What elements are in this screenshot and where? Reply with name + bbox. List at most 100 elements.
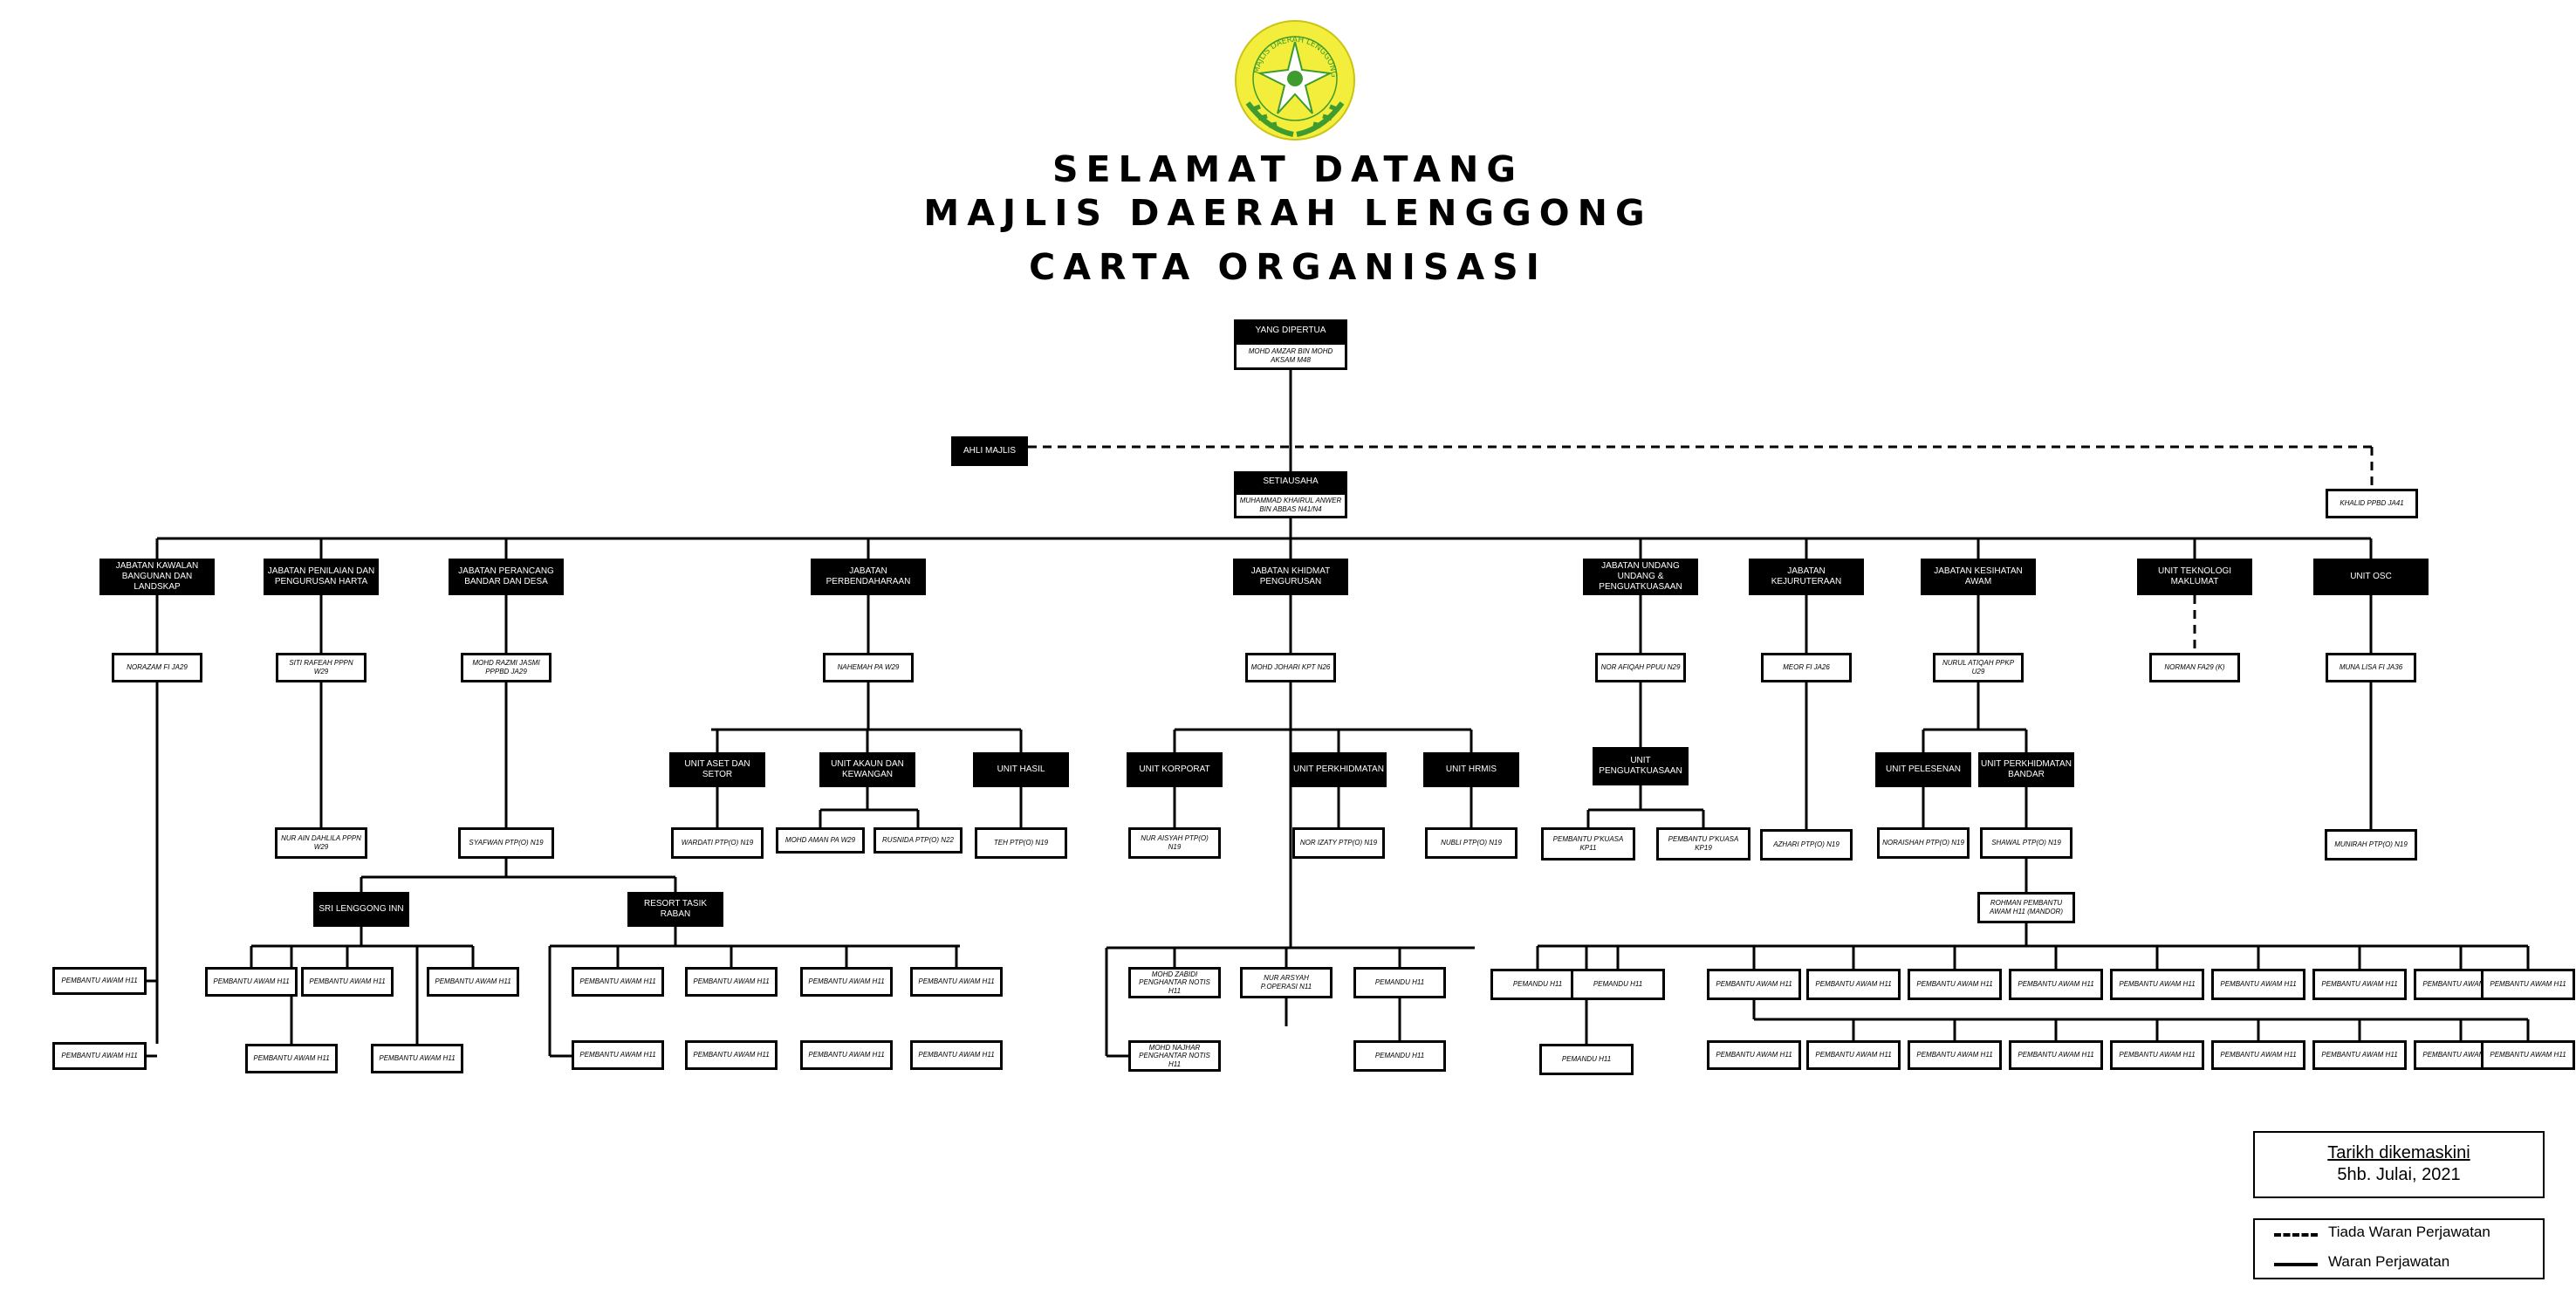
staff-box: PEMBANTU AWAM H11	[1908, 969, 2002, 1000]
dept-head-box: NURUL ATIQAH PPKP U29	[1933, 653, 2024, 682]
staff-box: PEMBANTU AWAM H11	[685, 1040, 778, 1070]
unit-title-box: UNIT AKAUN DAN KEWANGAN	[819, 752, 915, 787]
staff-box: PEMBANTU AWAM H11	[910, 1040, 1003, 1070]
dept-sub-box: SYAFWAN PTP(O) N19	[458, 827, 554, 859]
unit-title-box: UNIT PERKHIDMATAN BANDAR	[1978, 752, 2074, 787]
staff-box: PEMBANTU AWAM H11	[1908, 1040, 2002, 1070]
chart-title: CARTA ORGANISASI	[1029, 246, 1547, 288]
staff-box: PEMBANTU AWAM H11	[1707, 1040, 1801, 1070]
staff-khalid-box: KHALID PPBD JA41	[2326, 489, 2418, 518]
dept-title-box: JABATAN UNDANG UNDANG & PENGUATKUASAAN	[1583, 559, 1698, 595]
staff-box: PEMBANTU AWAM H11	[371, 1044, 463, 1073]
staff-box: PEMBANTU AWAM H11	[245, 1044, 338, 1073]
dept-title-box: UNIT TEKNOLOGI MAKLUMAT	[2137, 559, 2252, 595]
legend: Tiada Waran Perjawatan Waran Perjawatan	[2253, 1218, 2545, 1279]
staff-box: PEMBANTU AWAM H11	[2110, 969, 2204, 1000]
staff-box: PEMBANTU AWAM H11	[1806, 969, 1901, 1000]
unit-title-box: UNIT HRMIS	[1423, 752, 1519, 787]
staff-box: PEMANDU H11	[1539, 1044, 1634, 1075]
staff-box: PEMBANTU P'KUASA KP11	[1541, 827, 1635, 860]
staff-box: PEMBANTU AWAM H11	[2211, 1040, 2305, 1070]
staff-box: MOHD ZABIDI PENGHANTAR NOTIS H11	[1128, 967, 1221, 998]
staff-box: NOR IZATY PTP(O) N19	[1292, 827, 1385, 859]
unit-title-box: UNIT PERKHIDMATAN	[1291, 752, 1387, 787]
staff-box: PEMBANTU AWAM H11	[1806, 1040, 1901, 1070]
staff-box: PEMBANTU AWAM H11	[2009, 1040, 2103, 1070]
staff-box: MOHD NAJHAR PENGHANTAR NOTIS H11	[1128, 1040, 1221, 1072]
staff-box: PEMBANTU AWAM H11	[2481, 969, 2575, 1000]
secretary-person-box: MUHAMMAD KHAIRUL ANWER BIN ABBAS N41/N4	[1234, 492, 1347, 518]
council-members-box: AHLI MAJLIS	[951, 436, 1028, 466]
secretary-title-box: SETIAUSAHA	[1234, 471, 1347, 492]
last-updated-label: Tarikh dikemaskini	[2327, 1143, 2470, 1162]
unit-title-box: UNIT KORPORAT	[1127, 752, 1223, 787]
unit-title-box: UNIT PELESENAN	[1875, 752, 1971, 787]
dept-sub-box: MUNIRAH PTP(O) N19	[2325, 829, 2417, 860]
dept-head-box: NAHEMAH PA W29	[823, 653, 914, 682]
staff-box: SHAWAL PTP(O) N19	[1980, 827, 2072, 859]
dept-head-box: NORAZAM FI JA29	[112, 653, 202, 682]
staff-box: PEMBANTU AWAM H11	[52, 967, 147, 995]
staff-box: MOHD AMAN PA W29	[776, 827, 865, 854]
staff-box: PEMBANTU AWAM H11	[2481, 1040, 2575, 1070]
staff-box: PEMBANTU AWAM H11	[427, 967, 519, 997]
staff-box: PEMBANTU P'KUASA KP19	[1656, 827, 1750, 860]
staff-box: NORAISHAH PTP(O) N19	[1877, 827, 1970, 859]
staff-box: PEMBANTU AWAM H11	[2312, 969, 2407, 1000]
majlis-logo: MAJLIS DAERAH LENGGONG	[1235, 20, 1355, 141]
council-title: MAJLIS DAERAH LENGGONG	[923, 192, 1653, 234]
dept-title-box: JABATAN PERBENDAHARAAN	[811, 559, 926, 595]
staff-box: TEH PTP(O) N19	[975, 827, 1067, 859]
dept-title-box: JABATAN PENILAIAN DAN PENGURUSAN HARTA	[264, 559, 379, 595]
staff-box: PEMBANTU AWAM H11	[1707, 969, 1801, 1000]
unit-title-box: UNIT HASIL	[973, 752, 1069, 787]
staff-box: PEMBANTU AWAM H11	[572, 1040, 664, 1070]
staff-box: NUBLI PTP(O) N19	[1425, 827, 1518, 859]
unit-title-box: UNIT PENGUATKUASAAN	[1593, 747, 1689, 785]
legend-solid: Waran Perjawatan	[2274, 1253, 2536, 1274]
dept-title-box: UNIT OSC	[2313, 559, 2429, 595]
dept-sub-box: NUR AIN DAHLILA PPPn W29	[275, 827, 367, 859]
dept-title-box: JABATAN KHIDMAT PENGURUSAN	[1233, 559, 1348, 595]
staff-box: PEMBANTU AWAM H11	[800, 1040, 893, 1070]
staff-box: PEMBANTU AWAM H11	[2009, 969, 2103, 1000]
staff-box: PEMBANTU AWAM H11	[572, 967, 664, 997]
staff-box: PEMBANTU AWAM H11	[2110, 1040, 2204, 1070]
dept-title-box: JABATAN PERANCANG BANDAR DAN DESA	[449, 559, 564, 595]
dept-head-box: MOHD RAZMI JASMI PPPBD JA29	[461, 653, 552, 682]
dept-title-box: JABATAN KESIHATAN AWAM	[1921, 559, 2036, 595]
dept-head-box: NOR AFIQAH PPUU N29	[1595, 653, 1686, 682]
staff-box: PEMBANTU AWAM H11	[52, 1042, 147, 1070]
staff-box: PEMBANTU AWAM H11	[800, 967, 893, 997]
staff-box: NUR AISYAH PTP(O) N19	[1128, 827, 1221, 859]
staff-box: PEMBANTU AWAM H11	[205, 967, 298, 997]
dept-head-box: MUNA LISA FI JA36	[2326, 653, 2416, 682]
legend-dashed: Tiada Waran Perjawatan	[2274, 1224, 2536, 1244]
staff-box: PEMANDU H11	[1353, 1040, 1446, 1072]
staff-box: NUR ARSYAH P.OPERASI N11	[1240, 967, 1333, 998]
staff-box: PEMBANTU AWAM H11	[2211, 969, 2305, 1000]
last-updated-date: 5hb. Julai, 2021	[2337, 1165, 2461, 1184]
staff-box: RUSNIDA PTP(O) N22	[874, 827, 963, 854]
unit-title-box: SRI LENGGONG INN	[313, 892, 409, 927]
welcome-title: SELAMAT DATANG	[1052, 148, 1524, 190]
staff-box: WARDATI PTP(O) N19	[671, 827, 764, 859]
chief-person-box: MOHD AMZAR BIN MOHD AKSAM M48	[1234, 342, 1347, 370]
staff-box: PEMBANTU AWAM H11	[685, 967, 778, 997]
last-updated-box: Tarikh dikemaskini 5hb. Julai, 2021	[2253, 1131, 2545, 1198]
staff-box: PEMBANTU AWAM H11	[2312, 1040, 2407, 1070]
staff-box: PEMBANTU AWAM H11	[301, 967, 394, 997]
unit-title-box: RESORT TASIK RABAN	[627, 892, 723, 927]
dept-head-box: NORMAN FA29 (K)	[2149, 653, 2240, 682]
staff-box: PEMBANTU AWAM H11	[910, 967, 1003, 997]
dept-head-box: MOHD JOHARI KPT N26	[1245, 653, 1336, 682]
staff-box: PEMANDU H11	[1353, 967, 1446, 998]
dept-title-box: JABATAN KAWALAN BANGUNAN DAN LANDSKAP	[99, 559, 215, 595]
dept-sub-box: AZHARI PTP(O) N19	[1760, 829, 1853, 860]
dept-title-box: JABATAN KEJURUTERAAN	[1749, 559, 1864, 595]
dept-head-box: SITI RAFEAH PPPn W29	[276, 653, 367, 682]
chief-title-box: YANG DIPERTUA	[1234, 319, 1347, 342]
dept-head-box: MEOR FI JA26	[1761, 653, 1852, 682]
unit-title-box: UNIT ASET DAN SETOR	[669, 752, 765, 787]
